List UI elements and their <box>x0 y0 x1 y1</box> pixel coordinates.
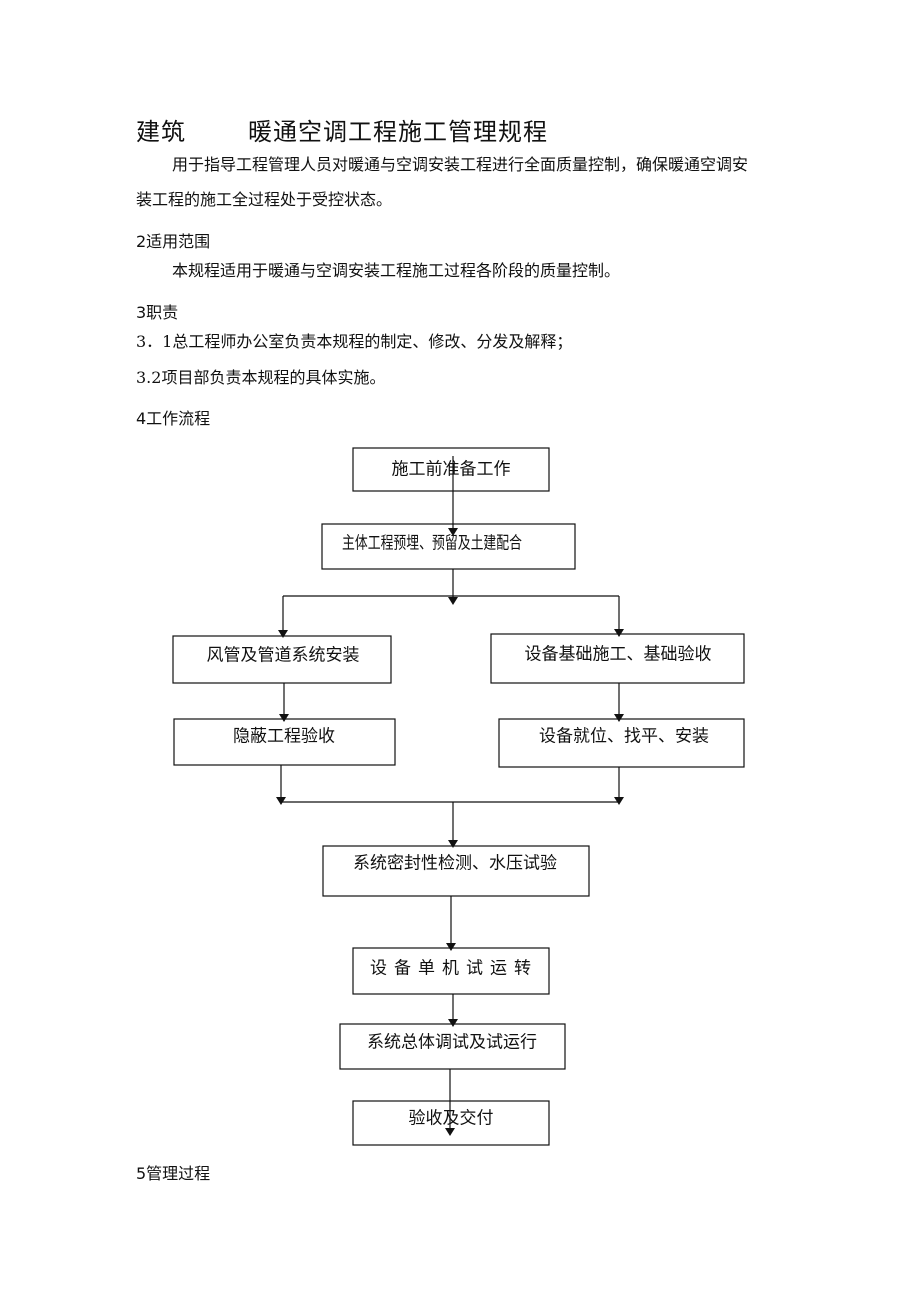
flow-box-step6 <box>352 947 550 995</box>
flow-box-step8 <box>352 1100 550 1146</box>
flow-box-step7 <box>339 1023 566 1070</box>
flow-label-step7: 系统总体调试及试运行 <box>367 1033 537 1053</box>
flow-label-left2: 隐蔽工程验收 <box>233 727 335 747</box>
flow-box-step1 <box>352 447 550 492</box>
section-3-heading: 3职责 <box>136 303 179 322</box>
section-5-heading: 5管理过程 <box>136 1164 211 1183</box>
flow-label-step6: 设备单机试运转 <box>370 959 538 979</box>
flow-box-left1 <box>172 635 392 684</box>
doc-title: 暖通空调工程施工管理规程 <box>248 118 548 146</box>
flow-label-left1: 风管及管道系统安装 <box>207 646 360 666</box>
intro-line-1: 用于指导工程管理人员对暖通与空调安装工程进行全面质量控制，确保暖通空调安 <box>172 155 749 174</box>
flow-box-right2 <box>498 718 745 768</box>
flow-box-step5 <box>322 845 590 897</box>
flow-box-step2 <box>321 523 576 570</box>
flow-box-left2 <box>173 718 396 766</box>
flow-box-right1 <box>490 633 745 684</box>
doc-title-prefix: 建筑 <box>136 118 186 146</box>
section-3-item-2: 3.2项目部负责本规程的具体实施。 <box>136 368 386 387</box>
flow-label-step1: 施工前准备工作 <box>392 460 511 480</box>
flow-label-step2: 主体工程预埋、预留及土建配合 <box>342 534 522 554</box>
flow-label-step8: 验收及交付 <box>409 1109 494 1129</box>
section-3-item-1: 3．1总工程师办公室负责本规程的制定、修改、分发及解释； <box>136 332 573 351</box>
intro-line-2: 装工程的施工全过程处于受控状态。 <box>136 190 393 209</box>
section-2-body: 本规程适用于暖通与空调安装工程施工过程各阶段的质量控制。 <box>172 261 621 280</box>
flow-connectors <box>276 456 624 1136</box>
section-4-heading: 4工作流程 <box>136 409 211 428</box>
flow-label-right2: 设备就位、找平、安装 <box>539 727 709 747</box>
flow-label-right1: 设备基础施工、基础验收 <box>525 645 712 665</box>
section-2-heading: 2适用范围 <box>136 232 211 251</box>
flow-label-step5: 系统密封性检测、水压试验 <box>353 854 557 874</box>
